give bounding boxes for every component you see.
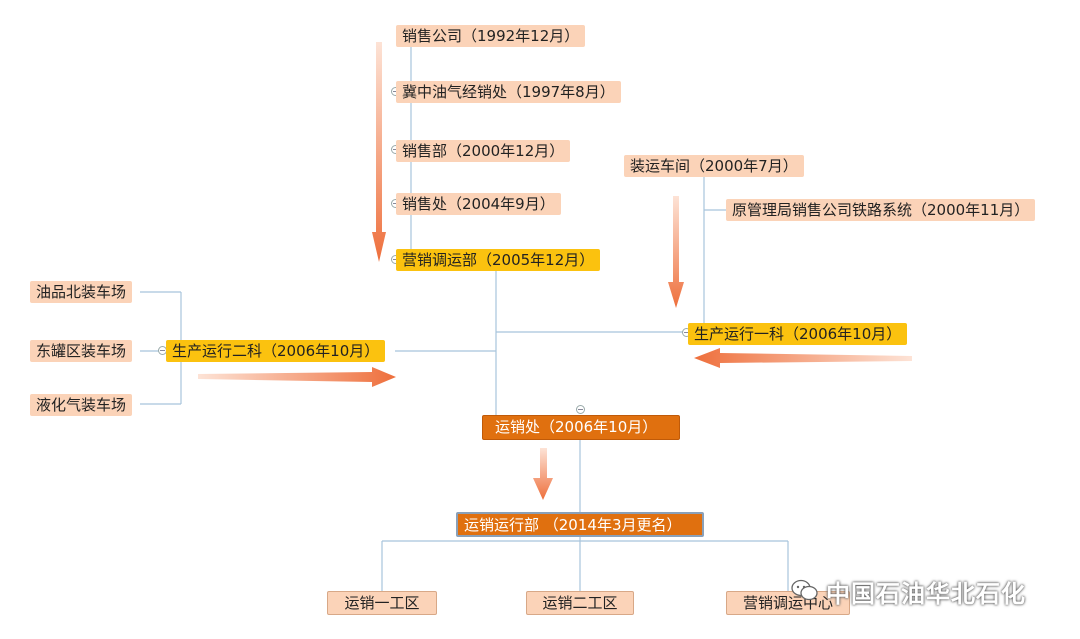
node-label: 生产运行二科（2006年10月）	[172, 342, 380, 360]
node-label: 原管理局销售公司铁路系统（2000年11月）	[732, 201, 1030, 219]
node-transport-area-1[interactable]: 运销一工区	[327, 591, 437, 615]
node-label: 运销处（2006年10月）	[495, 418, 658, 436]
arrow-down-center-icon	[533, 448, 553, 500]
node-tank-east-yard[interactable]: 东罐区装车场	[30, 340, 133, 362]
node-label: 营销调运部（2005年12月）	[402, 251, 595, 269]
node-label: 冀中油气经销处（1997年8月）	[402, 83, 615, 101]
node-label: 销售公司（1992年12月）	[402, 27, 580, 45]
node-label: 东罐区装车场	[36, 342, 127, 360]
node-prod-ops-1[interactable]: 生产运行一科（2006年10月）	[688, 323, 908, 345]
arrow-right-icon	[198, 367, 396, 387]
node-oil-north-yard[interactable]: 油品北装车场	[30, 281, 133, 303]
node-label: 销售处（2004年9月）	[402, 195, 555, 213]
node-lpg-yard[interactable]: 液化气装车场	[30, 394, 133, 416]
node-loading-workshop[interactable]: 装运车间（2000年7月）	[624, 155, 804, 177]
node-label: 运销一工区	[344, 594, 420, 612]
watermark-label: 中国石油华北石化	[826, 580, 1026, 608]
node-sales-dept[interactable]: 销售部（2000年12月）	[396, 140, 571, 162]
arrow-down-left-icon	[372, 42, 386, 262]
node-prod-ops-2[interactable]: 生产运行二科（2006年10月）	[166, 340, 386, 362]
node-label: 油品北装车场	[36, 283, 127, 301]
node-sales-office[interactable]: 销售处（2004年9月）	[396, 193, 561, 215]
node-railway-system[interactable]: 原管理局销售公司铁路系统（2000年11月）	[726, 199, 1036, 221]
node-transport-sales[interactable]: 运销处（2006年10月）	[482, 415, 680, 440]
collapse-toggle-icon[interactable]	[576, 405, 585, 414]
node-label: 液化气装车场	[36, 396, 127, 414]
node-label: 运销运行部 （2014年3月更名）	[464, 516, 682, 534]
node-transport-ops[interactable]: 运销运行部 （2014年3月更名）	[456, 512, 704, 537]
watermark-text: 中国石油华北石化	[826, 574, 1026, 609]
node-transport-area-2[interactable]: 运销二工区	[526, 591, 634, 615]
node-label: 运销二工区	[542, 594, 618, 612]
node-jizhong-dealer[interactable]: 冀中油气经销处（1997年8月）	[396, 81, 621, 103]
arrow-down-right-icon	[668, 196, 684, 308]
node-label: 生产运行一科（2006年10月）	[694, 325, 902, 343]
node-dispatch-center[interactable]: 营销调运中心	[726, 591, 850, 615]
node-label: 装运车间（2000年7月）	[630, 157, 798, 175]
node-label: 销售部（2000年12月）	[402, 142, 565, 160]
arrow-left-icon	[694, 348, 912, 368]
node-sales-company[interactable]: 销售公司（1992年12月）	[396, 25, 586, 47]
node-marketing-dispatch[interactable]: 营销调运部（2005年12月）	[396, 249, 601, 271]
wechat-logo-icon	[791, 579, 818, 601]
